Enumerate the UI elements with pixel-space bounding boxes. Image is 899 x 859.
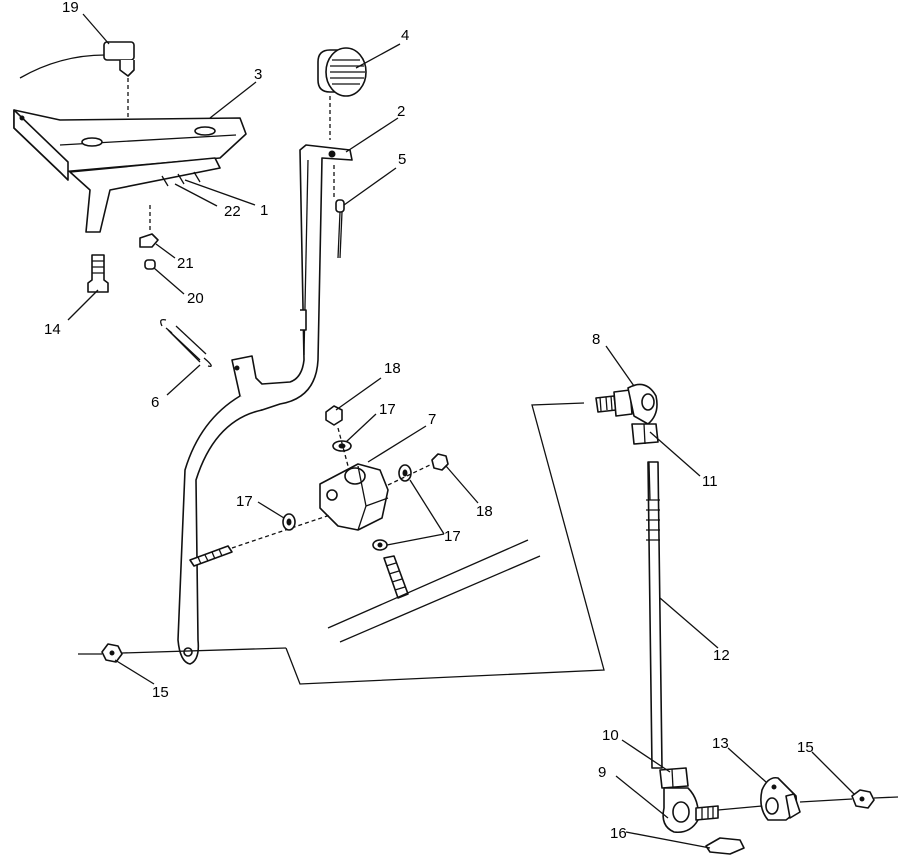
part-7-pivot-block — [319, 463, 389, 531]
callout-7: 7 — [428, 411, 436, 428]
part-17-washer-upper — [332, 440, 352, 452]
callout-1: 1 — [260, 202, 268, 219]
callout-13: 13 — [712, 735, 729, 752]
callout-4: 4 — [401, 27, 409, 44]
callout-2: 2 — [397, 103, 405, 120]
callout-8: 8 — [592, 331, 600, 348]
callout-21: 21 — [177, 255, 194, 272]
part-15-nut-left — [101, 643, 123, 663]
callout-3: 3 — [254, 66, 262, 83]
callout-19: 19 — [62, 0, 79, 16]
part-20-washer — [144, 259, 156, 270]
callout-18-right: 18 — [476, 503, 493, 520]
callout-17-upper: 17 — [379, 401, 396, 418]
linkage-path — [78, 402, 605, 685]
part-18-nut-right — [431, 453, 449, 471]
leader-lines — [67, 13, 855, 849]
callout-labels: 19 3 4 2 5 22 1 21 20 14 6 18 17 7 18 17… — [44, 0, 814, 842]
callout-10: 10 — [602, 727, 619, 744]
lower-threaded-rod — [383, 555, 409, 599]
callout-20: 20 — [187, 290, 204, 307]
part-16-clip — [705, 837, 745, 855]
callout-18-upper: 18 — [384, 360, 401, 377]
callout-16: 16 — [610, 825, 627, 842]
part-8-rod-end — [595, 383, 658, 425]
callout-22: 22 — [224, 203, 241, 220]
part-17-washer-lower — [372, 539, 388, 551]
callout-11: 11 — [702, 473, 718, 490]
part-12-tie-rod — [646, 461, 663, 769]
part-17-washer-left — [282, 513, 296, 531]
part-9-rod-end — [662, 787, 719, 834]
threaded-stud — [189, 514, 331, 567]
part-6-spring — [160, 318, 212, 367]
part-13-bracket — [760, 776, 801, 821]
part-15-nut-right — [851, 789, 875, 809]
callout-14: 14 — [44, 321, 61, 338]
callout-9: 9 — [598, 764, 606, 781]
callout-5: 5 — [398, 151, 406, 168]
part-10-rod-end-nut — [659, 767, 689, 789]
part-11-rod-end-nut — [631, 423, 659, 445]
callout-6: 6 — [151, 394, 159, 411]
part-5-pin — [333, 165, 345, 259]
part-3-bracket — [13, 109, 247, 233]
callout-12: 12 — [713, 647, 730, 664]
part-17-washer-right — [398, 464, 412, 482]
part-21-nut — [139, 233, 159, 248]
callout-17-left: 17 — [236, 493, 253, 510]
callout-15-right: 15 — [797, 739, 814, 756]
part-4-knob — [317, 47, 367, 140]
part-18-nut-upper — [325, 405, 343, 426]
part-14-bolt — [87, 254, 109, 293]
callout-15-left: 15 — [152, 684, 169, 701]
part-2-main-lever — [177, 144, 353, 665]
callout-17-lower: 17 — [444, 528, 461, 545]
frame-lines — [327, 539, 541, 643]
part-19-cable-sensor — [19, 41, 135, 118]
